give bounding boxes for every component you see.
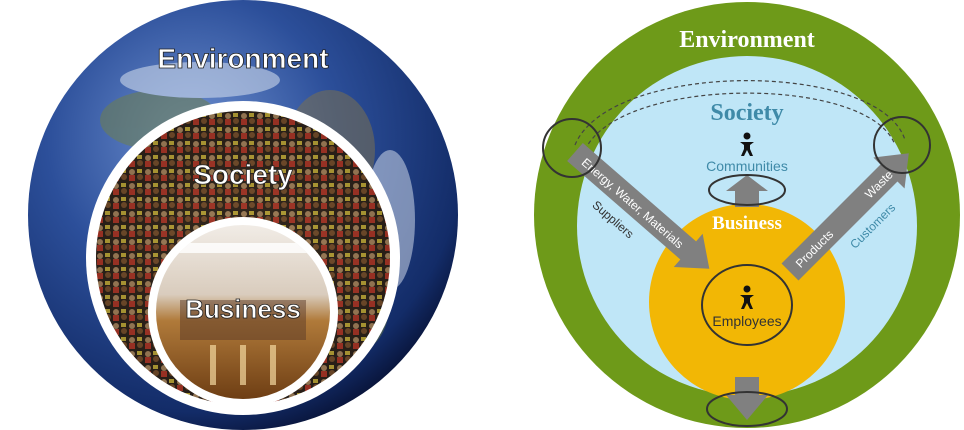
meeting-room-photo	[156, 225, 330, 399]
inflow-circle	[542, 118, 602, 178]
right-diagram: Environment Society Communities Business…	[534, 2, 960, 428]
left-diagram: Environment Society Business	[28, 0, 458, 430]
right-society-label: Society	[710, 100, 783, 126]
employees-label: Employees	[712, 313, 781, 329]
person-icon	[740, 132, 754, 156]
right-environment-label: Environment	[679, 27, 815, 53]
left-society-label: Society	[193, 159, 293, 190]
left-business-label: Business	[185, 294, 301, 324]
person-icon	[740, 285, 754, 309]
right-business-label: Business	[712, 213, 782, 234]
outflow-circle	[873, 116, 931, 174]
communities-oval	[708, 174, 786, 206]
down-arrow	[726, 377, 768, 420]
communities-label: Communities	[706, 158, 788, 174]
bottom-oval	[706, 391, 788, 427]
up-arrow	[726, 175, 768, 207]
employees-oval	[701, 264, 793, 346]
dashed-arc-inner	[584, 92, 896, 151]
dashed-arc-outer	[574, 80, 906, 146]
left-environment-label: Environment	[157, 43, 328, 74]
